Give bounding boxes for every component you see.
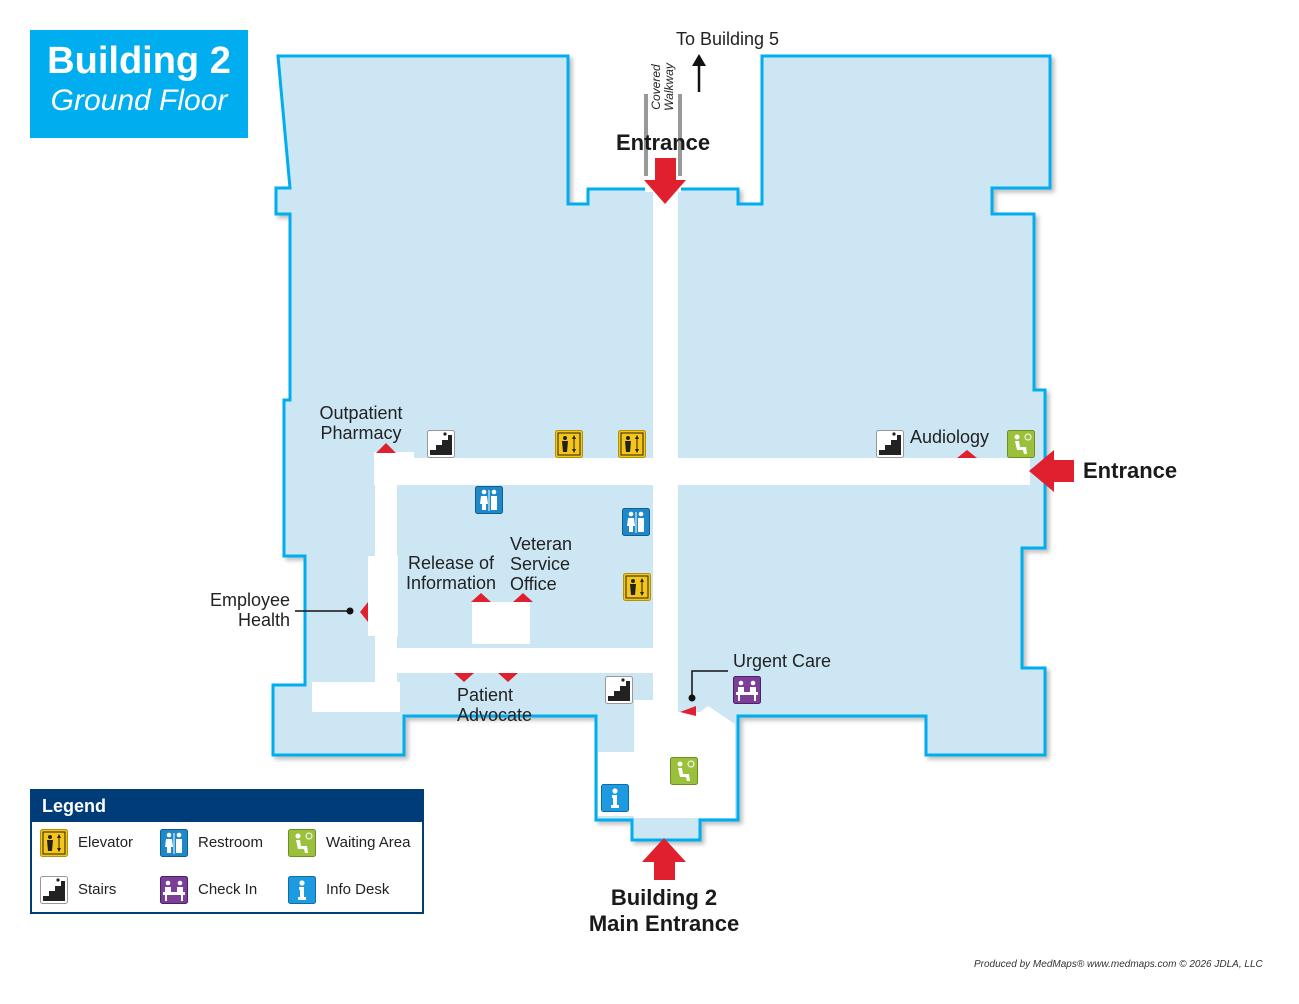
outpatient-pharmacy-label-line1: Outpatient — [319, 403, 403, 423]
legend: Legend Elevator Restroom Waiting Area St… — [30, 789, 424, 914]
waiting-area-icon — [670, 757, 698, 785]
release-of-information-label-line2: Information — [405, 573, 497, 593]
elevator-icon — [623, 573, 651, 601]
legend-item-elevator: Elevator — [40, 829, 134, 858]
leader-lines — [295, 610, 728, 698]
entrance-right-label: Entrance — [1083, 458, 1178, 483]
legend-item-restroom: Restroom — [160, 829, 264, 858]
building-title: Building 2 — [47, 40, 231, 82]
corridors — [312, 192, 1030, 818]
patient-advocate-label-line1: Patient — [457, 685, 514, 705]
entrance-arrow-top-icon — [644, 158, 686, 204]
employee-health-label-line2: Health — [237, 610, 290, 630]
stairs-icon — [40, 876, 68, 905]
stairs-icon — [605, 676, 633, 704]
main-entrance-label: Building 2 Main Entrance — [586, 885, 742, 937]
check-in-icon — [160, 876, 188, 905]
waiting-area-icon — [1007, 430, 1035, 458]
stairs-icon — [427, 430, 455, 458]
legend-label-info-desk: Info Desk — [326, 881, 390, 899]
outpatient-pharmacy-label: Outpatient Pharmacy — [312, 403, 410, 443]
title-box: Building 2 Ground Floor — [30, 30, 248, 138]
legend-label-stairs: Stairs — [78, 881, 117, 899]
elevator-icon — [555, 430, 583, 458]
urgent-care-label: Urgent Care — [733, 651, 832, 671]
main-entrance-label-line1: Building 2 — [610, 885, 718, 910]
main-entrance-label-line2: Main Entrance — [588, 911, 740, 936]
restroom-icon — [160, 829, 188, 858]
release-of-information-label-line1: Release of — [407, 553, 495, 573]
elevator-icon — [618, 430, 646, 458]
legend-label-check-in: Check In — [198, 881, 258, 899]
patient-advocate-label: Patient Advocate — [457, 685, 532, 725]
info-desk-icon — [288, 876, 316, 905]
legend-label-restroom: Restroom — [198, 834, 264, 852]
veteran-service-office-label-line1: Veteran — [510, 534, 573, 554]
covered-walkway-label: Covered Walkway — [640, 60, 684, 111]
legend-item-waiting-area: Waiting Area — [288, 829, 411, 858]
up-arrow-icon — [692, 54, 706, 92]
patient-advocate-label-line2: Advocate — [457, 705, 533, 725]
veteran-service-office-label-line2: Service — [510, 554, 571, 574]
waiting-area-icon — [288, 829, 316, 858]
legend-label-waiting-area: Waiting Area — [326, 834, 411, 852]
outpatient-pharmacy-label-line2: Pharmacy — [320, 423, 402, 443]
elevator-icon — [40, 829, 68, 858]
credit-footer: Produced by MedMaps® www.medmaps.com © 2… — [974, 959, 1263, 970]
restroom-icon — [622, 508, 650, 536]
floor-title: Ground Floor — [50, 84, 228, 117]
info-desk-icon — [601, 784, 629, 812]
legend-title: Legend — [32, 791, 422, 822]
legend-label-elevator: Elevator — [78, 834, 134, 852]
veteran-service-office-label-line3: Office — [510, 574, 557, 594]
restroom-icon — [475, 486, 503, 514]
release-of-information-label: Release of Information — [400, 553, 502, 593]
entrance-arrow-right-icon — [1029, 450, 1074, 492]
veteran-service-office-label: Veteran Service Office — [510, 534, 572, 594]
stairs-icon — [876, 430, 904, 458]
door-markers — [360, 443, 977, 716]
to-building-5-label: To Building 5 — [676, 29, 780, 49]
legend-item-info-desk: Info Desk — [288, 876, 390, 905]
covered-walkway-label-line2: Walkway — [662, 63, 676, 111]
audiology-label: Audiology — [910, 427, 990, 447]
employee-health-label-line1: Employee — [209, 590, 290, 610]
check-in-icon — [733, 676, 761, 704]
legend-item-check-in: Check In — [160, 876, 258, 905]
legend-item-stairs: Stairs — [40, 876, 117, 905]
entrance-arrow-main-icon — [642, 838, 686, 880]
entrance-top-label: Entrance — [616, 130, 711, 155]
employee-health-label: Employee Health — [196, 590, 290, 630]
